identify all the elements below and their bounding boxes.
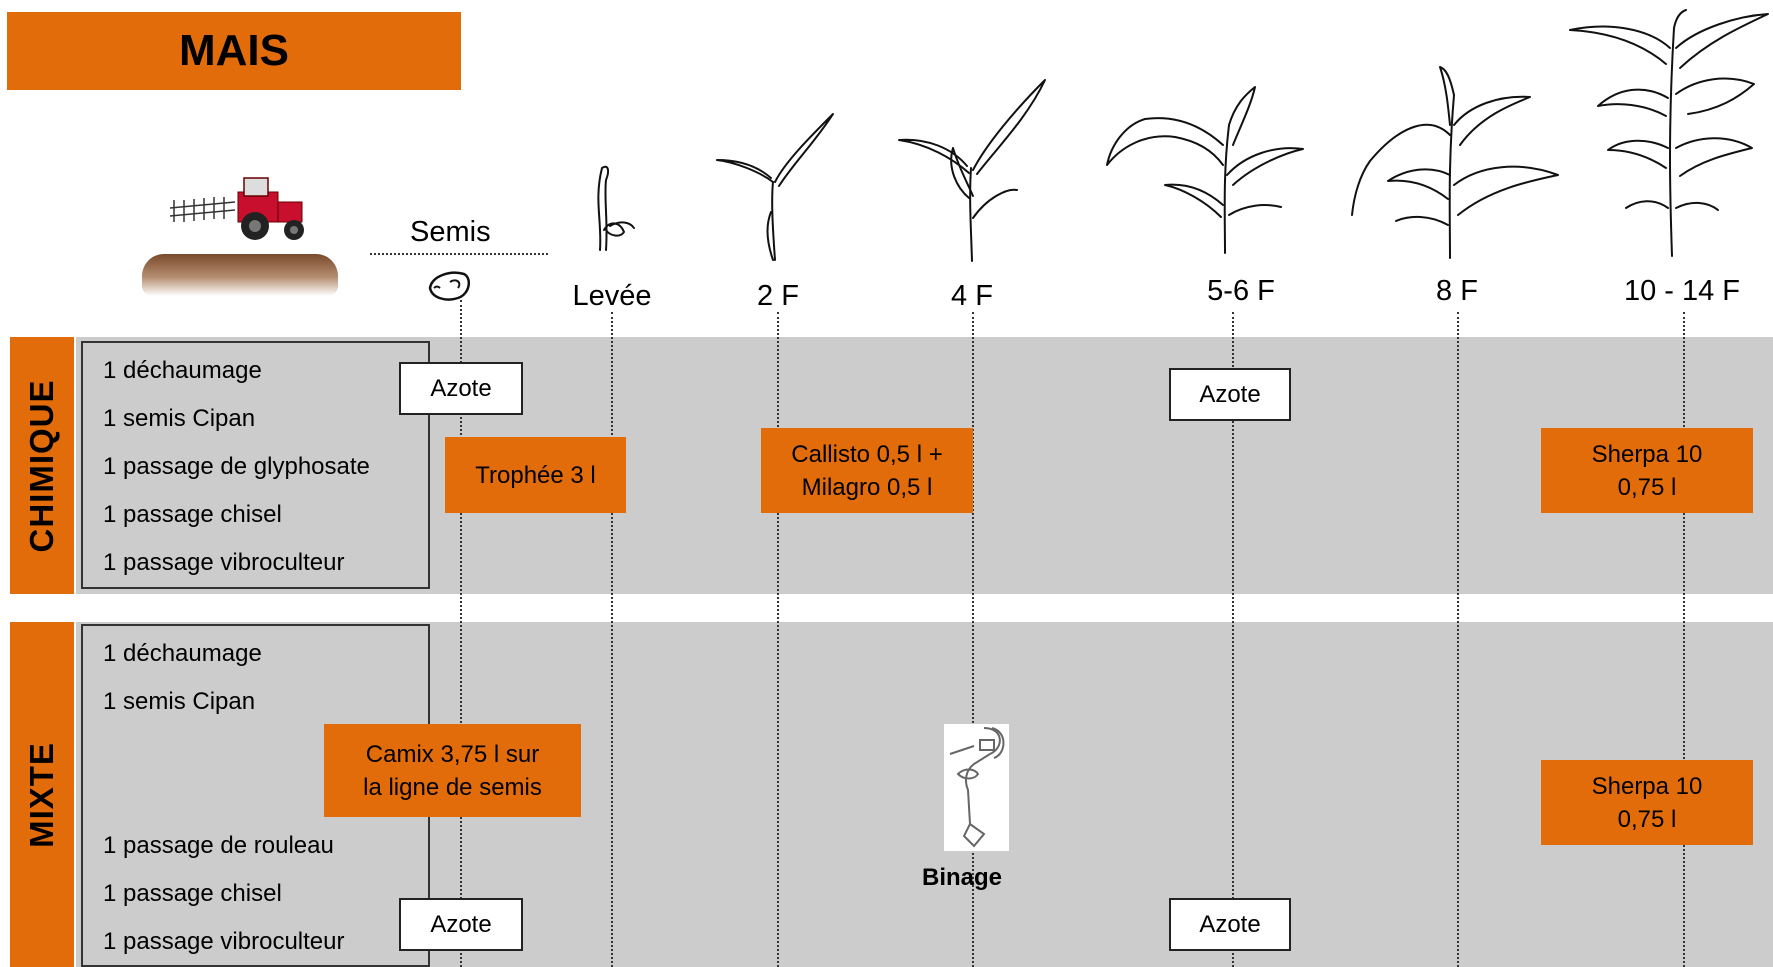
semis-underline (370, 253, 548, 255)
seed-icon (426, 268, 474, 309)
azote-box: Azote (1169, 898, 1291, 951)
semis-label: Semis (410, 216, 491, 248)
mixte-side-label: MIXTE (10, 622, 74, 967)
soil-mound (142, 254, 338, 296)
stage-label-8f: 8 F (1436, 275, 1478, 307)
operation-item: 1 passage chisel (103, 880, 282, 907)
treatment-box-callisto-milagro: Callisto 0,5 l + Milagro 0,5 l (761, 428, 973, 513)
stage-line-5-6f (1232, 312, 1234, 967)
stage-label-4f: 4 F (951, 280, 993, 312)
stage-label-levee: Levée (572, 280, 652, 312)
operation-item: 1 semis Cipan (103, 688, 256, 715)
treatment-box-camix: Camix 3,75 l sur la ligne de semis (324, 724, 581, 817)
maize-plant-icon (897, 78, 1047, 268)
stage-line-levee (611, 312, 613, 967)
treatment-box-sherpa: Sherpa 10 0,75 l (1541, 760, 1753, 845)
treatment-line: Camix 3,75 l sur (365, 740, 540, 768)
binage-label: Binage (922, 864, 1003, 891)
stage-label-5-6f: 5-6 F (1207, 275, 1275, 307)
treatment-line: la ligne de semis (363, 773, 542, 801)
hoe-tool-icon (944, 724, 1009, 851)
tractor-icon (160, 170, 320, 250)
operation-item: 1 passage vibroculteur (103, 928, 345, 955)
operation-item: 1 déchaumage (103, 357, 262, 384)
chimique-side-label: CHIMIQUE (10, 337, 74, 594)
azote-box: Azote (399, 898, 523, 951)
stage-line-4f (972, 312, 974, 967)
treatment-line: Sherpa 10 (1591, 440, 1703, 468)
maize-plant-icon (580, 160, 650, 265)
operation-item: 1 passage de glyphosate (103, 453, 370, 480)
mixte-label: MIXTE (23, 741, 60, 848)
operation-item: 1 semis Cipan (103, 405, 256, 432)
treatment-line: Milagro 0,5 l (801, 473, 933, 501)
azote-box: Azote (399, 362, 523, 415)
maize-plant-icon (715, 112, 835, 267)
maize-plant-icon (1568, 8, 1773, 263)
treatment-line: 0,75 l (1617, 473, 1677, 501)
treatment-line: Sherpa 10 (1591, 772, 1703, 800)
stage-label-10-14f: 10 - 14 F (1623, 275, 1741, 307)
treatment-box-sherpa: Sherpa 10 0,75 l (1541, 428, 1753, 513)
operation-item: 1 passage de rouleau (103, 832, 334, 859)
chimique-label: CHIMIQUE (23, 379, 60, 552)
stage-line-8f (1457, 312, 1459, 967)
page-title: MAIS (7, 12, 461, 90)
azote-box: Azote (1169, 368, 1291, 421)
operation-item: 1 passage chisel (103, 501, 282, 528)
chimique-operations-list: 1 déchaumage 1 semis Cipan 1 passage de … (81, 341, 430, 589)
maize-plant-icon (1105, 85, 1305, 260)
treatment-line: 0,75 l (1617, 805, 1677, 833)
stage-line-10-14f (1683, 312, 1685, 967)
stage-line-semis (460, 300, 462, 967)
stage-line-2f (777, 312, 779, 967)
operation-item: 1 passage vibroculteur (103, 549, 345, 576)
operation-item: 1 déchaumage (103, 640, 262, 667)
treatment-box-trophee: Trophée 3 l (445, 437, 626, 513)
treatment-line: Callisto 0,5 l + (791, 440, 943, 468)
maize-plant-icon (1350, 65, 1560, 265)
stage-label-2f: 2 F (757, 280, 799, 312)
